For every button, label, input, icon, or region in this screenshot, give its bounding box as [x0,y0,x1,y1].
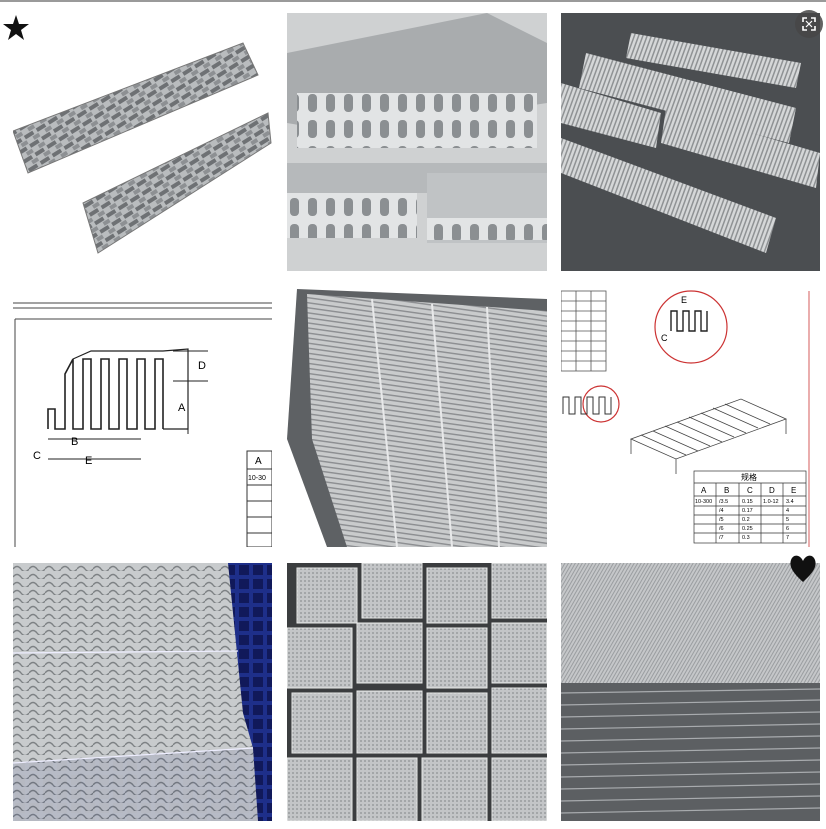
spec-cell: 0.15 [742,499,753,505]
expand-icon [802,17,816,31]
dim-label-c: C [33,450,41,462]
spec-cell: 4 [786,508,789,514]
spec-cell: 6 [786,526,789,532]
strip-variants-illustration [561,13,820,271]
spec-cell: 0.2 [742,517,750,523]
dim-label-b: B [71,436,78,448]
image-tile-2-fin-closeup[interactable] [287,13,547,271]
dim-label-e: E [85,455,92,467]
image-tile-7-sheets-on-pallet[interactable] [13,563,272,821]
image-tile-5-stacked-sheets[interactable] [287,289,547,547]
spec-cell: 5 [786,517,789,523]
sketch-label-c: C [661,333,668,343]
spec-cell: 10-300 [695,499,712,505]
image-tile-6-sketch-and-spec-table[interactable]: E C 规格 A [561,289,820,547]
spec-cell: /7 [719,535,724,541]
spec-header-b: B [724,486,729,495]
spec-header-a: A [701,486,707,495]
dim-label-d: D [198,360,206,372]
spec-cell: 3.4 [786,499,794,505]
star-sticker [2,14,30,42]
window-top-border [0,0,826,2]
stacked-sheets-illustration [287,289,547,547]
spec-header-c: C [747,486,753,495]
sheet-stack-illustration [561,563,820,821]
dimension-drawing: D A C B E A 10-30 [13,302,272,547]
spec-cell: 0.17 [742,508,753,514]
image-tile-9-sheet-stack[interactable] [561,563,820,821]
spec-table-row: 10-30 [248,475,266,482]
dim-label-a: A [178,402,186,414]
spec-cell: /5 [719,517,724,523]
fin-closeup-illustration [287,13,547,271]
spec-cell: 1.0-12 [763,499,779,505]
spec-cell: /6 [719,526,724,532]
sketch-label-e: E [681,295,687,305]
spec-table-title: 规格 [741,472,757,482]
heart-sticker-icon [790,555,816,582]
square-stacks-illustration [287,563,547,821]
image-tile-3-strip-variants[interactable] [561,13,820,271]
spec-cell: 7 [786,535,789,541]
star-sticker-icon [3,15,29,40]
sketch-drawing: E C 规格 A [561,290,810,547]
image-tile-1-offset-fin-strips[interactable] [13,13,272,271]
image-tile-8-square-cut-stacks[interactable] [287,563,547,821]
spec-table-header: A [255,456,262,467]
pallet-sheets-illustration [13,563,272,821]
spec-cell: 0.25 [742,526,753,532]
spec-cell: /3.5 [719,499,728,505]
spec-cell: /4 [719,508,724,514]
spec-header-d: D [769,486,775,495]
image-tile-4-dimension-drawing[interactable]: D A C B E A 10-30 [13,289,272,547]
fin-strips-illustration [13,42,272,254]
expand-image-button[interactable] [795,10,823,38]
heart-sticker [788,552,818,584]
spec-cell: 0.3 [742,535,750,541]
spec-header-e: E [791,486,796,495]
